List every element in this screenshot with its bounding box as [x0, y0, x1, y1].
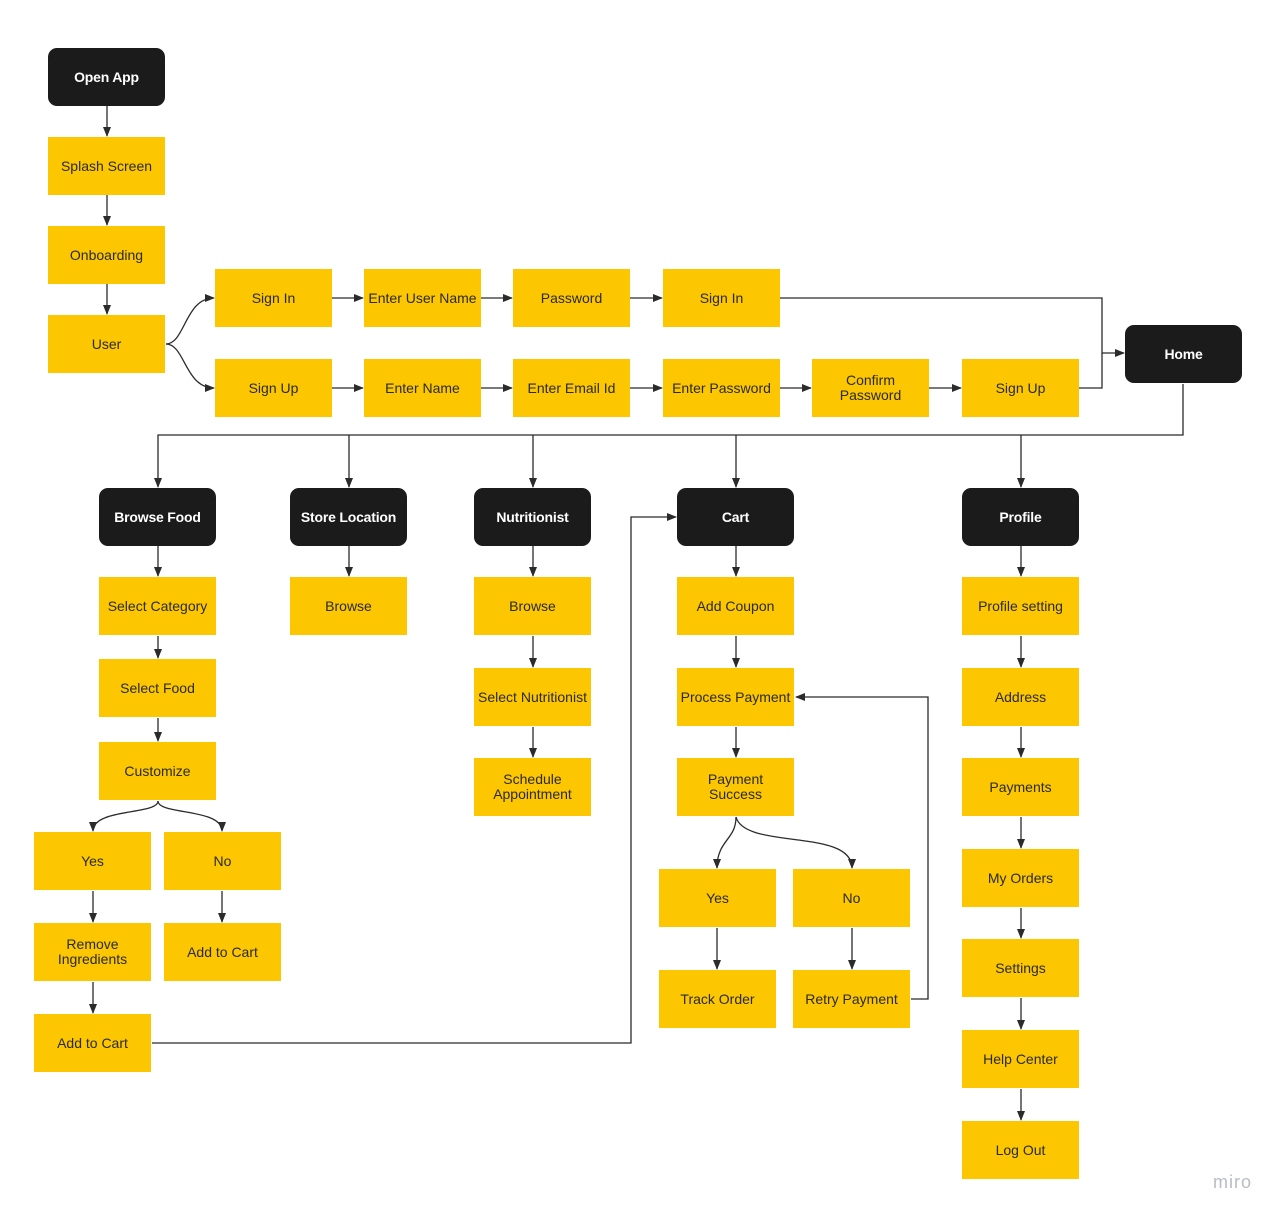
miro-logo: miro: [1213, 1172, 1252, 1192]
add-to-cart-no-node: Add to Cart: [164, 923, 281, 981]
settings-node: Settings: [962, 939, 1079, 997]
customize-yes-node: Yes: [34, 832, 151, 890]
connector-arrow: [735, 816, 856, 869]
confirm-password-node: Confirm Password: [812, 359, 929, 417]
help-center-node: Help Center: [962, 1030, 1079, 1088]
select-category-node: Select Category: [99, 577, 216, 635]
nutritionist-node: Nutritionist: [474, 488, 591, 546]
address-node: Address: [962, 668, 1079, 726]
select-nutritionist-node: Select Nutritionist: [474, 668, 591, 726]
sign-in-submit-node: Sign In: [663, 269, 780, 327]
connector-arrow: [795, 693, 929, 1000]
payment-no-node: No: [793, 869, 910, 927]
profile-setting-node: Profile setting: [962, 577, 1079, 635]
process-payment-node: Process Payment: [677, 668, 794, 726]
payment-yes-node: Yes: [659, 869, 776, 927]
schedule-appointment-node: Schedule Appointment: [474, 758, 591, 816]
remove-ingredients-node: Remove Ingredients: [34, 923, 151, 981]
enter-user-name-node: Enter User Name: [364, 269, 481, 327]
log-out-node: Log Out: [962, 1121, 1079, 1179]
cart-node: Cart: [677, 488, 794, 546]
payment-success-node: Payment Success: [677, 758, 794, 816]
enter-name-node: Enter Name: [364, 359, 481, 417]
enter-password-node: Enter Password: [663, 359, 780, 417]
home-node: Home: [1125, 325, 1242, 383]
sign-up-node: Sign Up: [215, 359, 332, 417]
connector-arrow: [713, 816, 737, 869]
enter-email-node: Enter Email Id: [513, 359, 630, 417]
retry-payment-node: Retry Payment: [793, 970, 910, 1028]
user-node: User: [48, 315, 165, 373]
customize-no-node: No: [164, 832, 281, 890]
browse-food-node: Browse Food: [99, 488, 216, 546]
connector-arrow: [165, 294, 215, 345]
connector-arrow: [157, 800, 226, 832]
connector-arrow: [1079, 353, 1103, 389]
add-coupon-node: Add Coupon: [677, 577, 794, 635]
splash-screen-node: Splash Screen: [48, 137, 165, 195]
connector-arrow: [780, 297, 1125, 357]
select-food-node: Select Food: [99, 659, 216, 717]
customize-node: Customize: [99, 742, 216, 800]
payments-node: Payments: [962, 758, 1079, 816]
store-browse-node: Browse: [290, 577, 407, 635]
my-orders-node: My Orders: [962, 849, 1079, 907]
track-order-node: Track Order: [659, 970, 776, 1028]
nutritionist-browse-node: Browse: [474, 577, 591, 635]
sign-in-node: Sign In: [215, 269, 332, 327]
open-app-node: Open App: [48, 48, 165, 106]
connector-arrow: [89, 800, 159, 832]
connector-arrow: [165, 343, 215, 392]
profile-node: Profile: [962, 488, 1079, 546]
password-node: Password: [513, 269, 630, 327]
store-location-node: Store Location: [290, 488, 407, 546]
sign-up-submit-node: Sign Up: [962, 359, 1079, 417]
onboarding-node: Onboarding: [48, 226, 165, 284]
add-to-cart-yes-node: Add to Cart: [34, 1014, 151, 1072]
